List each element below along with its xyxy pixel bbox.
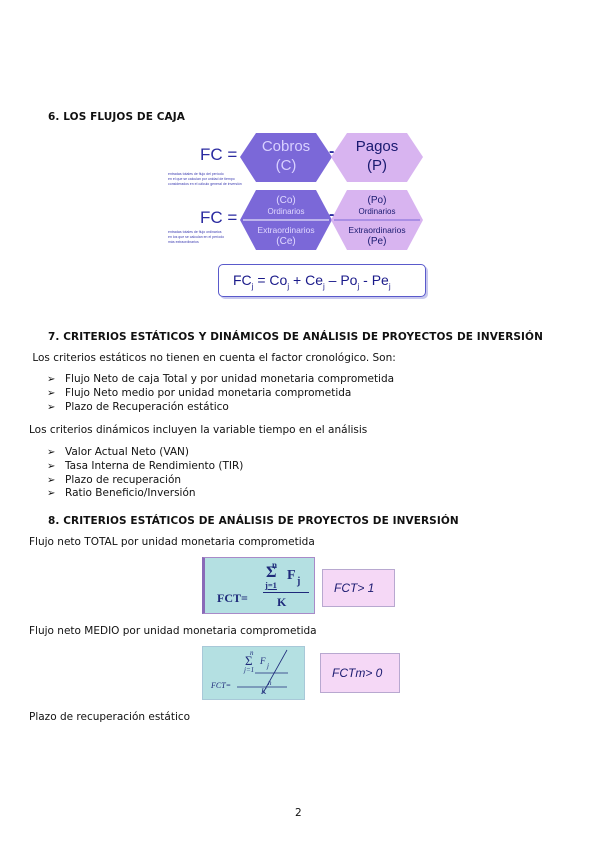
arrow-bullet-icon: ➢ xyxy=(47,374,56,385)
cobros-title: Cobros xyxy=(261,138,311,155)
fc-row2-label: FC = xyxy=(200,208,238,227)
co-sub: Ordinarios xyxy=(267,207,305,216)
pagos-title: Pagos xyxy=(355,138,399,155)
arrow-bullet-icon: ➢ xyxy=(47,488,56,500)
fct-medio-label: Flujo neto MEDIO por unidad monetaria co… xyxy=(29,625,317,637)
fc-formula: FCj = Coj + Cej – Poj - Pej xyxy=(233,272,391,291)
cash-flow-diagram: FC = FC = entradas totales de flujo del … xyxy=(160,130,450,260)
pe-sub: (Pe) xyxy=(367,236,387,247)
po-title: (Po) xyxy=(367,195,387,206)
arrow-bullet-icon: ➢ xyxy=(47,401,56,413)
arrow-bullet-icon: ➢ xyxy=(47,387,56,399)
plazo-label: Plazo de recuperación estático xyxy=(29,711,191,723)
section-8-heading: 8. CRITERIOS ESTÁTICOS DE ANÁLISIS DE PR… xyxy=(48,515,459,527)
fct-total-formula: FCT= n Σ j=1 F j K xyxy=(202,557,315,614)
list-item: ➢Tasa Interna de Rendimiento (TIR) xyxy=(47,459,244,472)
pagos-sub: (P) xyxy=(367,157,387,174)
fct-medio-formula-lines xyxy=(237,649,288,694)
static-criteria-intro: Los criterios estáticos no tienen en cue… xyxy=(29,352,396,364)
fctm-criterion-box: FCTm> 0 xyxy=(320,653,400,693)
section-7-heading: 7. CRITERIOS ESTÁTICOS Y DINÁMICOS DE AN… xyxy=(48,331,543,343)
list-item: ➢Plazo de Recuperación estático xyxy=(47,400,229,413)
fc-formula-box: FCj = Coj + Cej – Poj - Pej xyxy=(218,264,426,297)
minus-sign-2: - xyxy=(329,206,335,223)
pe-title: Extraordinarios xyxy=(348,225,406,235)
co-title: (Co) xyxy=(276,195,296,206)
arrow-bullet-icon: ➢ xyxy=(47,460,56,472)
arrow-bullet-icon: ➢ xyxy=(47,474,56,486)
po-sub: Ordinarios xyxy=(358,207,396,216)
cash-flow-diagram-shapes xyxy=(240,133,423,250)
section-6-heading: 6. LOS FLUJOS DE CAJA xyxy=(48,111,185,123)
minus-sign-1: - xyxy=(329,143,335,160)
list-item: ➢Plazo de recuperación xyxy=(47,473,182,486)
list-item: ➢Flujo Neto de caja Total y por unidad m… xyxy=(47,373,395,385)
page-number: 2 xyxy=(295,807,302,819)
fct-criterion: FCT> 1 xyxy=(334,581,375,595)
pagos-hexagon xyxy=(331,133,423,182)
arrow-bullet-icon: ➢ xyxy=(47,447,56,458)
fc-row1-label: FC = xyxy=(200,145,238,164)
static-criteria-list: ➢Flujo Neto de caja Total y por unidad m… xyxy=(47,373,394,414)
cobros-hexagon xyxy=(240,133,332,182)
fct-total-label: Flujo neto TOTAL por unidad monetaria co… xyxy=(29,536,315,548)
cobros-sub: (C) xyxy=(275,157,297,174)
ce-sub: (Ce) xyxy=(276,236,296,247)
fctm-criterion: FCTm> 0 xyxy=(332,666,383,680)
dynamic-criteria-intro: Los criterios dinámicos incluyen la vari… xyxy=(29,424,368,436)
list-item: ➢Ratio Beneficio/Inversión xyxy=(47,487,196,500)
dynamic-criteria-list: ➢Valor Actual Neto (VAN) ➢Tasa Interna d… xyxy=(47,446,243,501)
fct-criterion-box: FCT> 1 xyxy=(322,569,395,607)
ce-title: Extraordinarios xyxy=(257,225,315,235)
list-item: ➢Flujo Neto medio por unidad monetaria c… xyxy=(47,386,352,399)
list-item: ➢Valor Actual Neto (VAN) xyxy=(47,446,189,458)
fct-medio-formula: FCT= n Σ j=1 F j K n xyxy=(202,646,305,700)
